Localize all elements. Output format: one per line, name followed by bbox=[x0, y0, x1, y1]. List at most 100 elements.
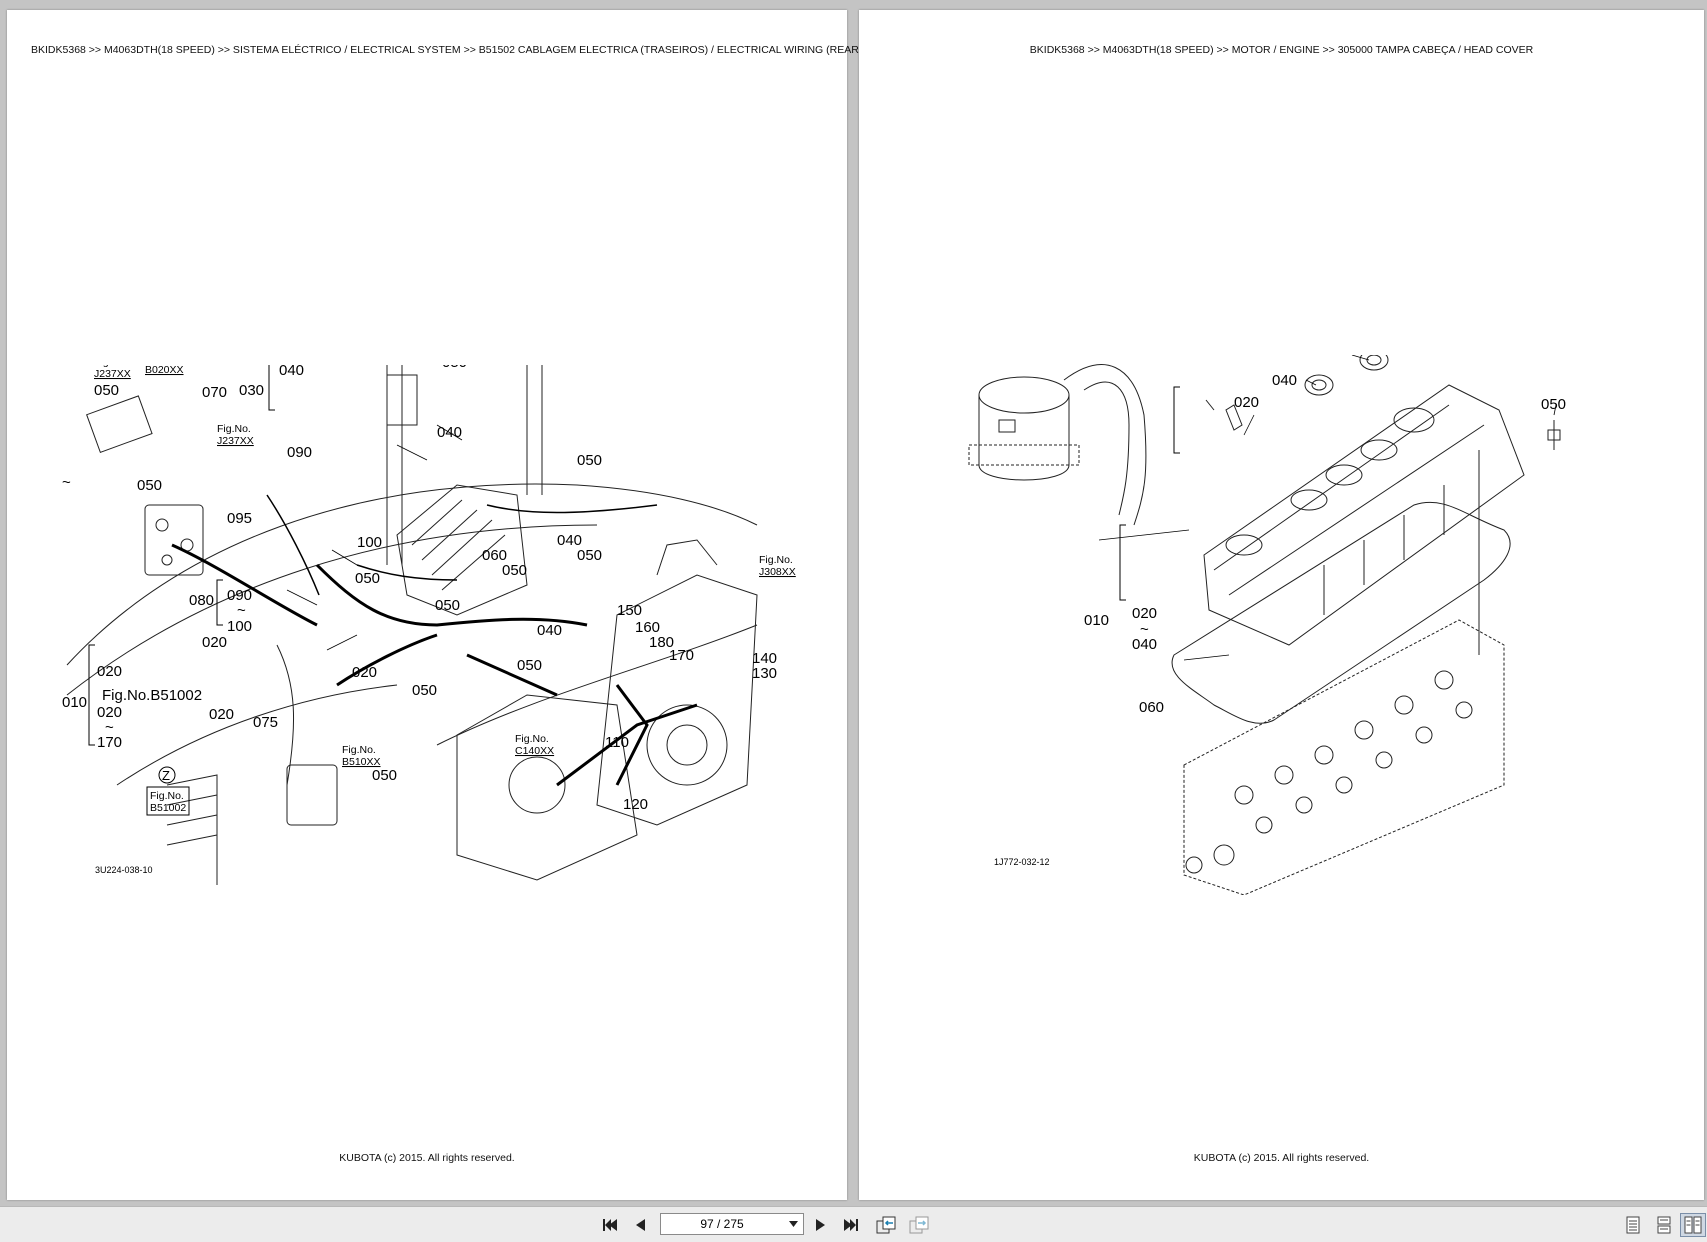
right-footer: KUBOTA (c) 2015. All rights reserved. bbox=[1193, 1152, 1370, 1164]
callout-050i: 050 bbox=[517, 657, 542, 674]
fig-ref-j308xx: J308XX bbox=[759, 566, 796, 578]
next-page-icon bbox=[816, 1219, 825, 1231]
callout-020b: 020 bbox=[1132, 605, 1157, 622]
callout-050: 050 bbox=[1541, 396, 1566, 413]
fig-ref-j237xx-b: J237XX bbox=[217, 435, 254, 447]
callout-020d: 020 bbox=[97, 663, 122, 680]
callout-tilde: ~ bbox=[1140, 621, 1149, 638]
fig-ref-c140xx: C140XX bbox=[515, 745, 554, 757]
page-selector[interactable] bbox=[660, 1213, 804, 1235]
go-back-icon bbox=[876, 1216, 896, 1234]
callout-040b: 040 bbox=[1132, 636, 1157, 653]
callout-030: 030 bbox=[239, 382, 264, 399]
callout-020c: 020 bbox=[209, 706, 234, 723]
go-forward-button[interactable] bbox=[906, 1213, 932, 1237]
callout-040d: 040 bbox=[537, 622, 562, 639]
continuous-view-button[interactable] bbox=[1651, 1213, 1677, 1237]
single-page-view-icon bbox=[1626, 1216, 1640, 1234]
callout-130: 130 bbox=[752, 665, 777, 682]
callout-180: 180 bbox=[649, 634, 674, 651]
fig-ref-b510xx: B510XX bbox=[342, 756, 381, 768]
callout-040b: 040 bbox=[279, 365, 304, 379]
callout-090: 090 bbox=[287, 444, 312, 461]
left-footer: KUBOTA (c) 2015. All rights reserved. bbox=[339, 1152, 515, 1164]
previous-page-button[interactable] bbox=[627, 1213, 653, 1237]
callout-040c: 040 bbox=[557, 532, 582, 549]
callout-020: 020 bbox=[1234, 394, 1259, 411]
viewer-toolbar bbox=[0, 1206, 1707, 1242]
callout-060: 060 bbox=[482, 547, 507, 564]
callout-110: 110 bbox=[605, 734, 629, 751]
callout-050b: 050 bbox=[442, 365, 467, 371]
fig-ref-b020xx: B020XX bbox=[145, 365, 184, 376]
callout-tilde: ~ bbox=[237, 602, 246, 619]
fig-no-label-c: Fig.No. bbox=[217, 423, 251, 435]
callout-075: 075 bbox=[253, 714, 278, 731]
first-page-icon bbox=[603, 1219, 617, 1231]
callout-170: 170 bbox=[97, 734, 122, 751]
page-number-input[interactable] bbox=[661, 1216, 783, 1232]
left-page: BKIDK5368 >> M4063DTH(18 SPEED) >> SISTE… bbox=[7, 10, 863, 1200]
callout-050g: 050 bbox=[435, 597, 460, 614]
continuous-view-icon bbox=[1657, 1216, 1671, 1234]
fig-no-label-f: Fig.No. bbox=[342, 744, 376, 756]
callout-050j: 050 bbox=[372, 767, 397, 784]
callout-050f: 050 bbox=[577, 547, 602, 564]
callout-050l: ~ bbox=[62, 474, 71, 491]
callout-100b: 100 bbox=[227, 618, 252, 635]
fig-no-label-g: Fig.No. bbox=[150, 790, 184, 802]
chevron-down-icon[interactable] bbox=[783, 1221, 803, 1227]
figure-code-right: 1J772-032-12 bbox=[994, 857, 1050, 867]
previous-page-icon bbox=[636, 1219, 645, 1231]
callout-060: 060 bbox=[1139, 699, 1164, 716]
callout-100: 100 bbox=[357, 534, 382, 551]
go-forward-icon bbox=[909, 1216, 929, 1234]
callout-070: 070 bbox=[202, 384, 227, 401]
last-page-icon bbox=[844, 1219, 858, 1231]
last-page-button[interactable] bbox=[838, 1213, 864, 1237]
head-cover-diagram: 030 040 020 050 010 020 ~ 040 060 1J772-… bbox=[968, 355, 1566, 895]
next-page-button[interactable] bbox=[808, 1213, 834, 1237]
figure-code: 3U224-038-10 bbox=[95, 865, 153, 875]
fig-no-label: Fig.No. bbox=[94, 365, 128, 368]
single-page-view-button[interactable] bbox=[1620, 1213, 1646, 1237]
callout-050d: 050 bbox=[577, 452, 602, 469]
callout-080: 080 bbox=[189, 592, 214, 609]
callout-170b: 170 bbox=[669, 647, 694, 664]
right-page: BKIDK5368 >> M4063DTH(18 SPEED) >> MOTOR… bbox=[859, 10, 1704, 1200]
callout-095: 095 bbox=[227, 510, 252, 527]
callout-020b: 020 bbox=[352, 664, 377, 681]
fig-no-label-d: Fig.No. bbox=[759, 554, 793, 566]
two-page-view-button[interactable] bbox=[1680, 1213, 1706, 1237]
callout-160: 160 bbox=[635, 619, 660, 636]
fig-ref-b51002-inline: Fig.No.B51002 bbox=[102, 687, 202, 704]
two-page-view-icon bbox=[1684, 1216, 1702, 1234]
callout-050: 050 bbox=[94, 382, 119, 399]
callout-140: 140 bbox=[752, 650, 777, 667]
callout-050h: 050 bbox=[412, 682, 437, 699]
z-marker bbox=[158, 766, 176, 784]
first-page-button[interactable] bbox=[597, 1213, 623, 1237]
callout-150: 150 bbox=[617, 602, 642, 619]
fig-no-label-e: Fig.No. bbox=[515, 733, 549, 745]
right-breadcrumb: BKIDK5368 >> M4063DTH(18 SPEED) >> MOTOR… bbox=[1029, 44, 1534, 56]
left-breadcrumb: BKIDK5368 >> M4063DTH(18 SPEED) >> SISTE… bbox=[31, 44, 863, 56]
callout-030: 030 bbox=[1334, 355, 1359, 358]
callout-090b: 090 bbox=[227, 587, 252, 604]
callout-050k: 050 bbox=[137, 477, 162, 494]
fig-ref-b51002: B51002 bbox=[150, 802, 186, 814]
callout-120: 120 bbox=[623, 796, 648, 813]
fig-ref-j237xx: J237XX bbox=[94, 368, 131, 380]
callout-010: 010 bbox=[1084, 612, 1109, 629]
callout-040: 040 bbox=[1272, 372, 1297, 389]
callout-050e: 050 bbox=[502, 562, 527, 579]
fig-ref-b51002-box bbox=[146, 786, 190, 816]
callout-020: 020 bbox=[202, 634, 227, 651]
z-marker-label: Z bbox=[162, 768, 170, 783]
callout-010: 010 bbox=[62, 694, 87, 711]
callout-020e: 020 bbox=[97, 704, 122, 721]
callout-tilde-b: ~ bbox=[105, 719, 114, 736]
go-back-button[interactable] bbox=[873, 1213, 899, 1237]
electrical-wiring-diagram: 050 070 030 040 050 040 090 095 100 050 … bbox=[62, 365, 796, 885]
callout-040: 040 bbox=[437, 424, 462, 441]
